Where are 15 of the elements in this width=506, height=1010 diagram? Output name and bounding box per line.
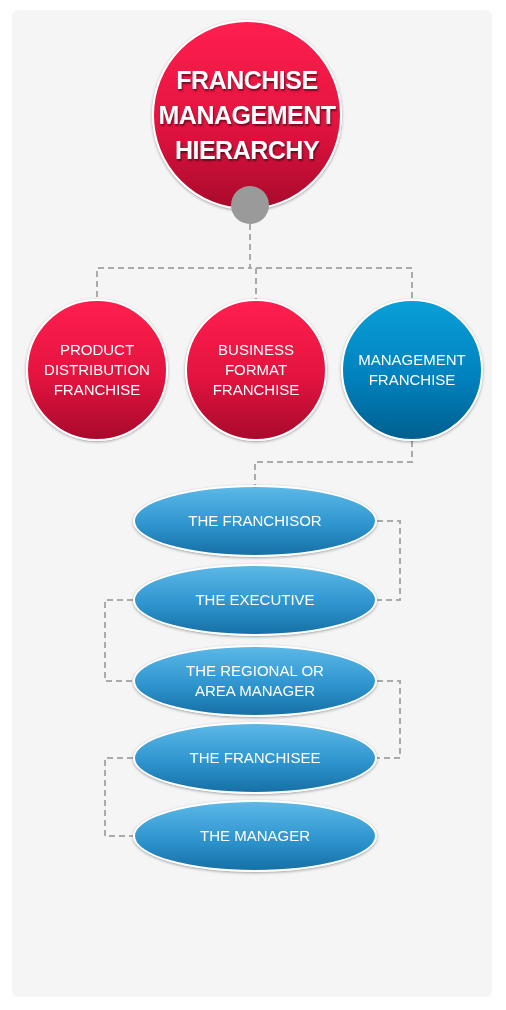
dashed-connector — [376, 680, 401, 759]
dashed-connector — [254, 440, 413, 486]
node-label: PRODUCT DISTRIBUTION FRANCHISE — [43, 339, 151, 401]
dashed-connector — [376, 520, 401, 601]
node-label: THE MANAGER — [199, 825, 311, 846]
node-label: BUSINESS FORMAT FRANCHISE — [211, 339, 301, 401]
dashed-connector — [104, 599, 134, 682]
node-label: THE FRANCHISOR — [187, 510, 323, 531]
node-label: THE FRANCHISEE — [188, 747, 322, 768]
node-label: THE EXECUTIVE — [194, 589, 316, 610]
node-label: MANAGEMENT FRANCHISE — [357, 349, 467, 390]
dashed-connector — [104, 757, 134, 837]
dashed-connector — [249, 223, 413, 300]
title-text: FRANCHISE MANAGEMENT HIERARCHY — [157, 64, 337, 166]
node-label: THE REGIONAL OR AREA MANAGER — [185, 660, 325, 701]
